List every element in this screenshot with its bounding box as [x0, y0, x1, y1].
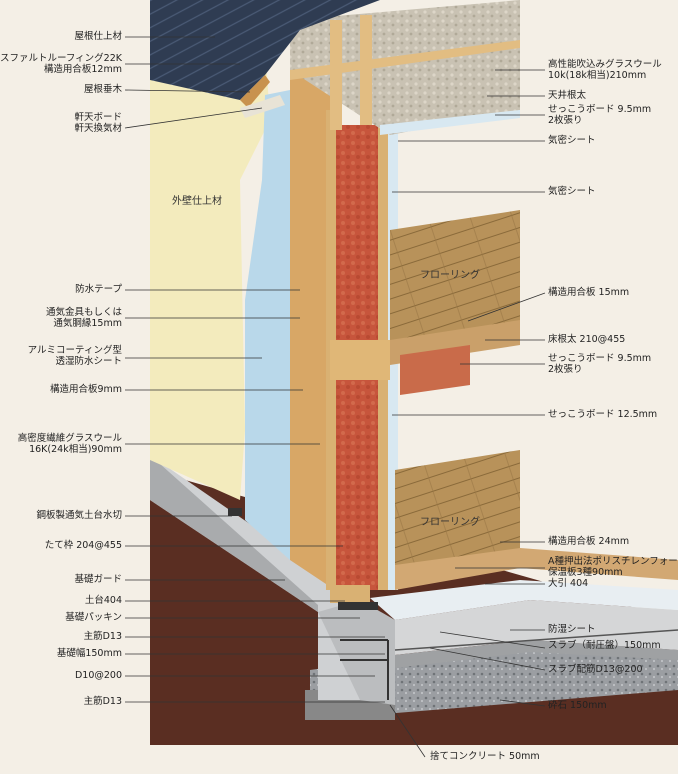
label-line: 基礎ガード	[74, 574, 122, 585]
exterior-finish-label: 外壁仕上材	[172, 196, 222, 207]
label-waterproof-tape: 防水テープ	[75, 284, 122, 295]
label-d10: D10@200	[75, 670, 122, 681]
label-lean-concrete: 捨てコンクリート 50mm	[430, 751, 540, 762]
label-line: 鋼板製通気土台水切	[36, 510, 122, 521]
label-line: 透湿防水シート	[55, 356, 122, 367]
label-line: A種押出法ポリスチレンフォーム	[548, 556, 678, 567]
label-line: 砕石 150mm	[548, 700, 607, 711]
label-struct-plywood-15: 構造用合板 15mm	[548, 287, 629, 298]
label-slab: スラブ（耐圧盤）150mm	[548, 640, 661, 651]
label-line: 軒天ボード	[74, 112, 122, 123]
label-struct-plywood-9: 構造用合板9mm	[50, 384, 122, 395]
label-line: 高性能吹込みグラスウール	[548, 59, 662, 70]
label-rafter: 屋根垂木	[84, 84, 122, 95]
label-line: アスファルトルーフィング22K	[0, 53, 122, 64]
label-line: スラブ（耐圧盤）150mm	[548, 640, 661, 651]
label-line: 床根太 210@455	[548, 334, 626, 345]
label-foundation-guard: 基礎ガード	[74, 574, 122, 585]
label-eave-board: 軒天ボード軒天換気材	[74, 112, 122, 134]
label-line: 防湿シート	[548, 624, 596, 635]
label-main-rebar-top: 主筋D13	[84, 631, 122, 642]
label-line: 16K(24k相当)90mm	[29, 444, 122, 455]
label-line: 主筋D13	[83, 696, 122, 707]
label-gypsum-12: せっこうボード 12.5mm	[548, 409, 657, 420]
label-foundation-packing: 基礎パッキン	[65, 612, 122, 623]
label-line: 捨てコンクリート 50mm	[430, 751, 540, 762]
label-line: 天井根太	[548, 90, 587, 101]
label-line: 通気胴縁15mm	[53, 318, 122, 329]
label-line: D10@200	[74, 670, 122, 681]
label-line: たて枠 204@455	[44, 540, 122, 551]
label-line: アルミコーティング型	[27, 345, 122, 356]
label-line: 2枚張り	[548, 115, 583, 126]
label-line: スラブ配筋D13@200	[548, 664, 643, 675]
label-line: せっこうボード 9.5mm	[548, 104, 652, 115]
label-line: 構造用合板 24mm	[548, 536, 630, 547]
label-line: 大引 404	[548, 578, 589, 589]
label-vapor-sheet: 防湿シート	[548, 624, 596, 635]
label-line: 気密シート	[548, 186, 596, 197]
label-line: 基礎パッキン	[65, 612, 122, 623]
label-line: 防水テープ	[75, 284, 122, 295]
label-line: 2枚張り	[548, 364, 583, 375]
label-line: せっこうボード 9.5mm	[548, 353, 652, 364]
label-floor-joist: 床根太 210@455	[548, 334, 625, 345]
label-main-rebar-bottom: 主筋D13	[84, 696, 122, 707]
label-slab-rebar: スラブ配筋D13@200	[548, 664, 643, 675]
label-line: せっこうボード 12.5mm	[548, 409, 658, 420]
label-roof-finish: 屋根仕上材	[74, 31, 122, 42]
label-line: 保温板3種90mm	[548, 567, 623, 578]
label-gravel: 砕石 150mm	[548, 700, 607, 711]
label-steel-vent-sill: 鋼板製通気土台水切	[36, 510, 122, 521]
label-aluminum-sheet: アルミコーティング型透湿防水シート	[28, 345, 122, 367]
label-struct-plywood-24: 構造用合板 24mm	[548, 536, 629, 547]
label-ps-foam: A種押出法ポリスチレンフォーム保温板3種90mm	[548, 556, 678, 578]
label-airtight-1: 気密シート	[548, 135, 596, 146]
label-line: 屋根垂木	[83, 84, 122, 95]
label-line: 通気金具もしくは	[45, 307, 122, 318]
label-stud: たて枠 204@455	[45, 540, 122, 551]
label-line: 土台404	[84, 595, 122, 606]
label-line: 構造用合板 15mm	[548, 287, 630, 298]
flooring-lower-label: フローリング	[420, 517, 480, 528]
label-sill: 土台404	[85, 595, 122, 606]
label-ceiling-joist: 天井根太	[548, 90, 586, 101]
label-line: 主筋D13	[83, 631, 122, 642]
label-ohbiki: 大引 404	[548, 578, 588, 589]
label-airtight-2: 気密シート	[548, 186, 596, 197]
label-foundation-width: 基礎幅150mm	[57, 648, 122, 659]
label-line: 基礎幅150mm	[56, 648, 122, 659]
label-line: 屋根仕上材	[74, 31, 122, 42]
label-line: 構造用合板12mm	[43, 64, 122, 75]
label-line: 10k(18k相当)210mm	[548, 70, 647, 81]
label-line: 高密度繊維グラスウール	[17, 433, 122, 444]
label-line: 構造用合板9mm	[49, 384, 122, 395]
flooring-upper-label: フローリング	[420, 270, 480, 281]
label-line: 軒天換気材	[74, 123, 122, 134]
label-vent-furring: 通気金具もしくは通気胴縁15mm	[46, 307, 122, 329]
label-line: 気密シート	[548, 135, 596, 146]
